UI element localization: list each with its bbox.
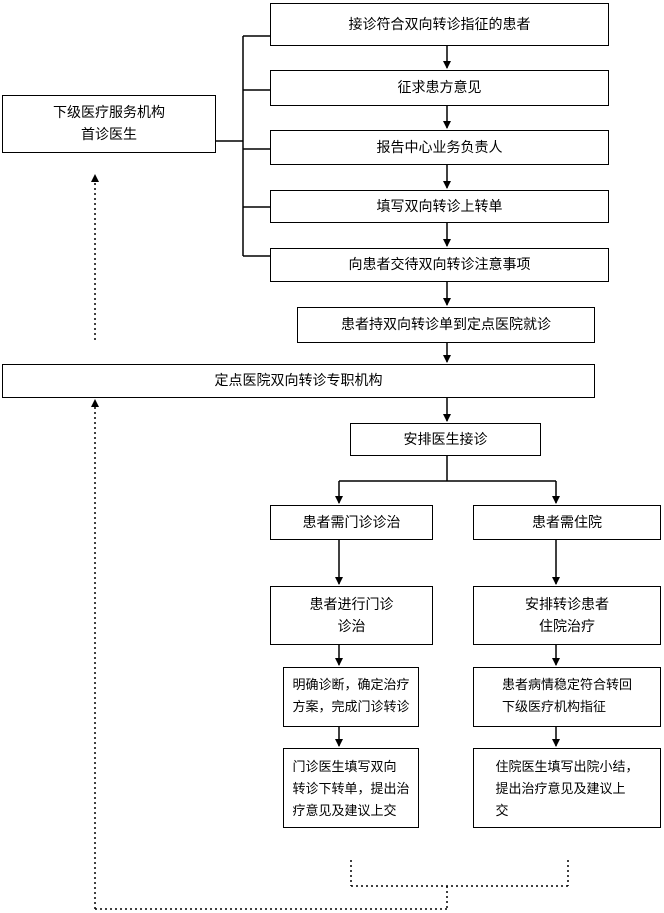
arrange-doctor: 安排医生接诊 [350, 423, 541, 456]
referral-center-label: 定点医院双向转诊专职机构 [214, 373, 383, 389]
inpatient-doctor-form: 住院医生填写出院小结， 提出治疗意见及建议上 交 [473, 748, 661, 828]
step-explain-notes-label: 向患者交待双向转诊注意事项 [348, 257, 531, 273]
condition-stable-label: 患者病情稳定符合转回 下级医疗机构指征 [501, 678, 632, 715]
step-seek-consent-label: 征求患方意见 [397, 80, 482, 96]
step-fill-up-form: 填写双向转诊上转单 [270, 190, 609, 223]
condition-stable: 患者病情稳定符合转回 下级医疗机构指征 [473, 667, 661, 727]
step-report-leader-label: 报告中心业务负责人 [376, 139, 503, 156]
outpatient-treatment-label: 患者进行门诊 诊治 [309, 596, 394, 635]
step-go-to-hospital-label: 患者持双向转诊单到定点医院就诊 [341, 317, 551, 333]
outpatient-treatment: 患者进行门诊 诊治 [270, 586, 433, 645]
confirm-diagnosis: 明确诊断，确定治疗 方案，完成门诊转诊 [283, 667, 419, 727]
inpatient-treatment: 安排转诊患者 住院治疗 [473, 586, 661, 645]
needs-outpatient: 患者需门诊诊治 [270, 505, 433, 540]
step-go-to-hospital: 患者持双向转诊单到定点医院就诊 [297, 307, 595, 343]
step-accept-patient-label: 接诊符合双向转诊指征的患者 [348, 16, 531, 33]
needs-outpatient-label: 患者需门诊诊治 [302, 514, 401, 531]
referral-center: 定点医院双向转诊专职机构 [2, 364, 595, 398]
confirm-diagnosis-label: 明确诊断，确定治疗 方案，完成门诊转诊 [292, 678, 410, 715]
step-report-leader: 报告中心业务负责人 [270, 130, 609, 165]
arrange-doctor-label: 安排医生接诊 [403, 431, 488, 448]
step-explain-notes: 向患者交待双向转诊注意事项 [270, 248, 609, 282]
lower-level-doctor: 下级医疗服务机构 首诊医生 [2, 95, 216, 153]
step-fill-up-form-label: 填写双向转诊上转单 [376, 198, 503, 215]
lower-level-doctor-label: 下级医疗服务机构 首诊医生 [53, 105, 165, 143]
outpatient-doctor-form-label: 门诊医生填写双向 转诊下转单，提出治 疗意见及建议上交 [292, 760, 410, 819]
needs-inpatient-label: 患者需住院 [532, 514, 602, 531]
needs-inpatient: 患者需住院 [473, 505, 661, 540]
inpatient-treatment-label: 安排转诊患者 住院治疗 [525, 596, 609, 635]
step-seek-consent: 征求患方意见 [270, 70, 609, 106]
inpatient-doctor-form-label: 住院医生填写出院小结， 提出治疗意见及建议上 交 [495, 760, 639, 819]
step-accept-patient: 接诊符合双向转诊指征的患者 [270, 3, 609, 46]
outpatient-doctor-form: 门诊医生填写双向 转诊下转单，提出治 疗意见及建议上交 [283, 748, 419, 828]
